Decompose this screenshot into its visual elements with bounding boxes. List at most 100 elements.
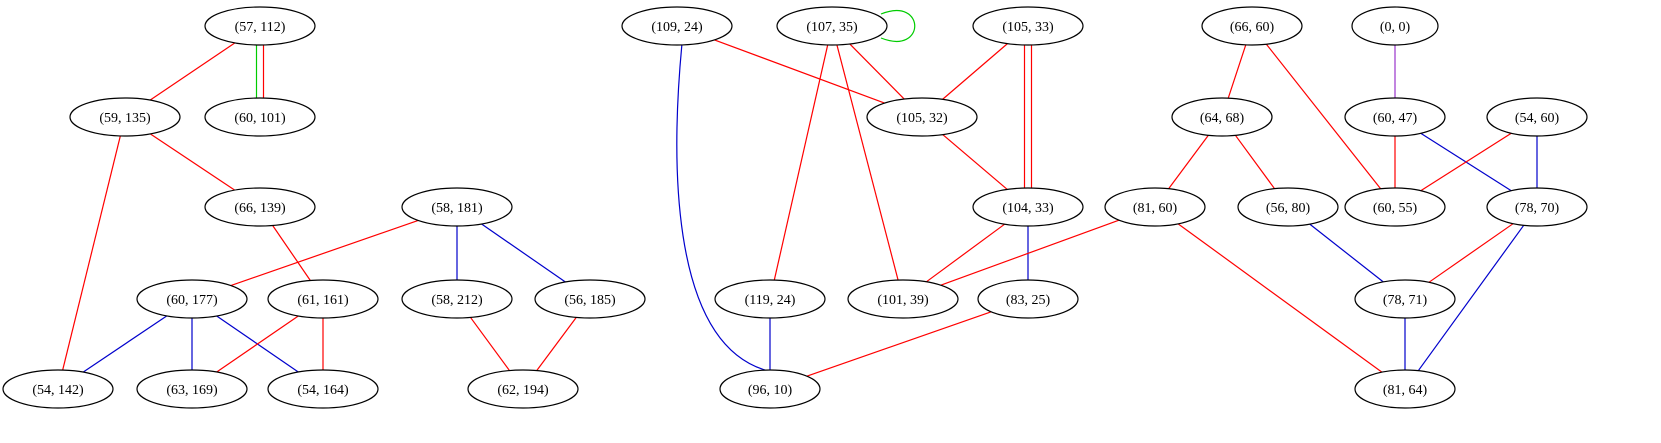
node-n107_35: (107, 35)	[776, 6, 888, 46]
node-label: (61, 161)	[297, 293, 349, 308]
edge-n58_212-n62_194	[470, 317, 510, 371]
node-shape	[1486, 97, 1588, 137]
edge-n81_60-n101_39	[940, 219, 1120, 286]
node-label: (81, 64)	[1383, 383, 1428, 398]
node-label: (0, 0)	[1380, 20, 1411, 35]
node-n105_32: (105, 32)	[866, 97, 978, 137]
node-label: (62, 194)	[497, 383, 549, 398]
node-shape	[972, 187, 1084, 227]
node-n63_169: (63, 169)	[136, 369, 248, 409]
node-n101_39: (101, 39)	[847, 279, 959, 319]
node-n81_64: (81, 64)	[1354, 369, 1456, 409]
node-label: (54, 142)	[32, 383, 84, 398]
edge-n61_161-n63_169	[216, 315, 299, 373]
edge-n105_33-n105_32	[942, 43, 1008, 100]
node-shape	[2, 369, 114, 409]
edge-n104_33-n101_39	[926, 223, 1005, 283]
node-label: (81, 60)	[1133, 201, 1178, 216]
node-label: (56, 80)	[1266, 201, 1311, 216]
node-label: (56, 185)	[564, 293, 616, 308]
node-n61_161: (61, 161)	[267, 279, 379, 319]
node-n58_181: (58, 181)	[401, 187, 513, 227]
node-label: (66, 139)	[234, 201, 286, 216]
node-shape	[621, 6, 733, 46]
node-shape	[1237, 187, 1339, 227]
node-shape	[1354, 279, 1456, 319]
node-shape	[1104, 187, 1206, 227]
node-shape	[847, 279, 959, 319]
node-label: (109, 24)	[651, 20, 703, 35]
node-shape	[972, 6, 1084, 46]
node-shape	[467, 369, 579, 409]
node-shape	[977, 279, 1079, 319]
node-shape	[136, 279, 248, 319]
node-n105_33: (105, 33)	[972, 6, 1084, 46]
node-shape	[1201, 6, 1303, 46]
edge-n107_35-n119_24	[773, 44, 829, 281]
node-shape	[534, 279, 646, 319]
edge-n78_70-n78_71	[1428, 223, 1514, 283]
node-n60_55: (60, 55)	[1344, 187, 1446, 227]
edge-n60_177-n54_142	[82, 315, 168, 373]
node-n96_10: (96, 10)	[719, 369, 821, 409]
edge-n66_60-n64_68	[1227, 44, 1247, 99]
node-shape	[1486, 187, 1588, 227]
node-label: (107, 35)	[806, 20, 858, 35]
edge-n58_181-n56_185	[481, 223, 566, 283]
node-shape	[204, 187, 316, 227]
node-n104_33: (104, 33)	[972, 187, 1084, 227]
node-shape	[1344, 187, 1446, 227]
node-shape	[267, 369, 379, 409]
node-label: (58, 212)	[431, 293, 483, 308]
node-label: (78, 70)	[1515, 201, 1560, 216]
node-label: (64, 68)	[1200, 111, 1245, 126]
node-n60_177: (60, 177)	[136, 279, 248, 319]
node-n60_101: (60, 101)	[204, 97, 316, 137]
edge-n59_135-n54_142	[62, 135, 121, 371]
node-label: (83, 25)	[1006, 293, 1051, 308]
node-n66_139: (66, 139)	[204, 187, 316, 227]
edge-n57_112-n59_135	[149, 42, 236, 101]
node-shape	[401, 279, 513, 319]
edge-n109_24-n105_32	[714, 39, 885, 104]
node-label: (57, 112)	[235, 20, 286, 35]
edge-n56_185-n62_194	[536, 317, 577, 371]
node-n109_24: (109, 24)	[621, 6, 733, 46]
node-n54_142: (54, 142)	[2, 369, 114, 409]
edge-n107_35-n105_32	[849, 43, 905, 100]
edge-n56_80-n78_71	[1309, 223, 1384, 283]
edge-n64_68-n56_80	[1234, 134, 1276, 190]
node-n64_68: (64, 68)	[1171, 97, 1273, 137]
node-n83_25: (83, 25)	[977, 279, 1079, 319]
node-shape	[69, 97, 181, 137]
node-shape	[1171, 97, 1273, 137]
node-shape	[1354, 369, 1456, 409]
edge-n107_35-n101_39	[836, 44, 899, 281]
node-label: (54, 164)	[297, 383, 349, 398]
node-label: (119, 24)	[745, 293, 796, 308]
node-n62_194: (62, 194)	[467, 369, 579, 409]
edge-n83_25-n96_10	[806, 311, 992, 377]
node-n119_24: (119, 24)	[714, 279, 826, 319]
node-shape	[866, 97, 978, 137]
edge-n78_70-n81_64	[1417, 224, 1525, 372]
node-label: (60, 101)	[234, 111, 286, 126]
node-label: (60, 47)	[1373, 111, 1418, 126]
edge-n54_60-n60_55	[1420, 132, 1512, 192]
edge-n107_35-n107_35	[880, 10, 916, 42]
node-shape	[719, 369, 821, 409]
edge-n109_24-n96_10	[676, 44, 766, 371]
node-label: (78, 71)	[1383, 293, 1428, 308]
edge-n66_139-n61_161	[272, 225, 311, 281]
edge-n58_181-n60_177	[230, 219, 419, 287]
edge-layer	[62, 10, 1538, 377]
node-label: (96, 10)	[748, 383, 793, 398]
node-n78_70: (78, 70)	[1486, 187, 1588, 227]
node-n78_71: (78, 71)	[1354, 279, 1456, 319]
node-shape	[401, 187, 513, 227]
node-shape	[1351, 6, 1439, 46]
edge-n66_60-n60_55	[1265, 43, 1382, 190]
node-shape	[204, 97, 316, 137]
node-n58_212: (58, 212)	[401, 279, 513, 319]
node-n54_60: (54, 60)	[1486, 97, 1588, 137]
